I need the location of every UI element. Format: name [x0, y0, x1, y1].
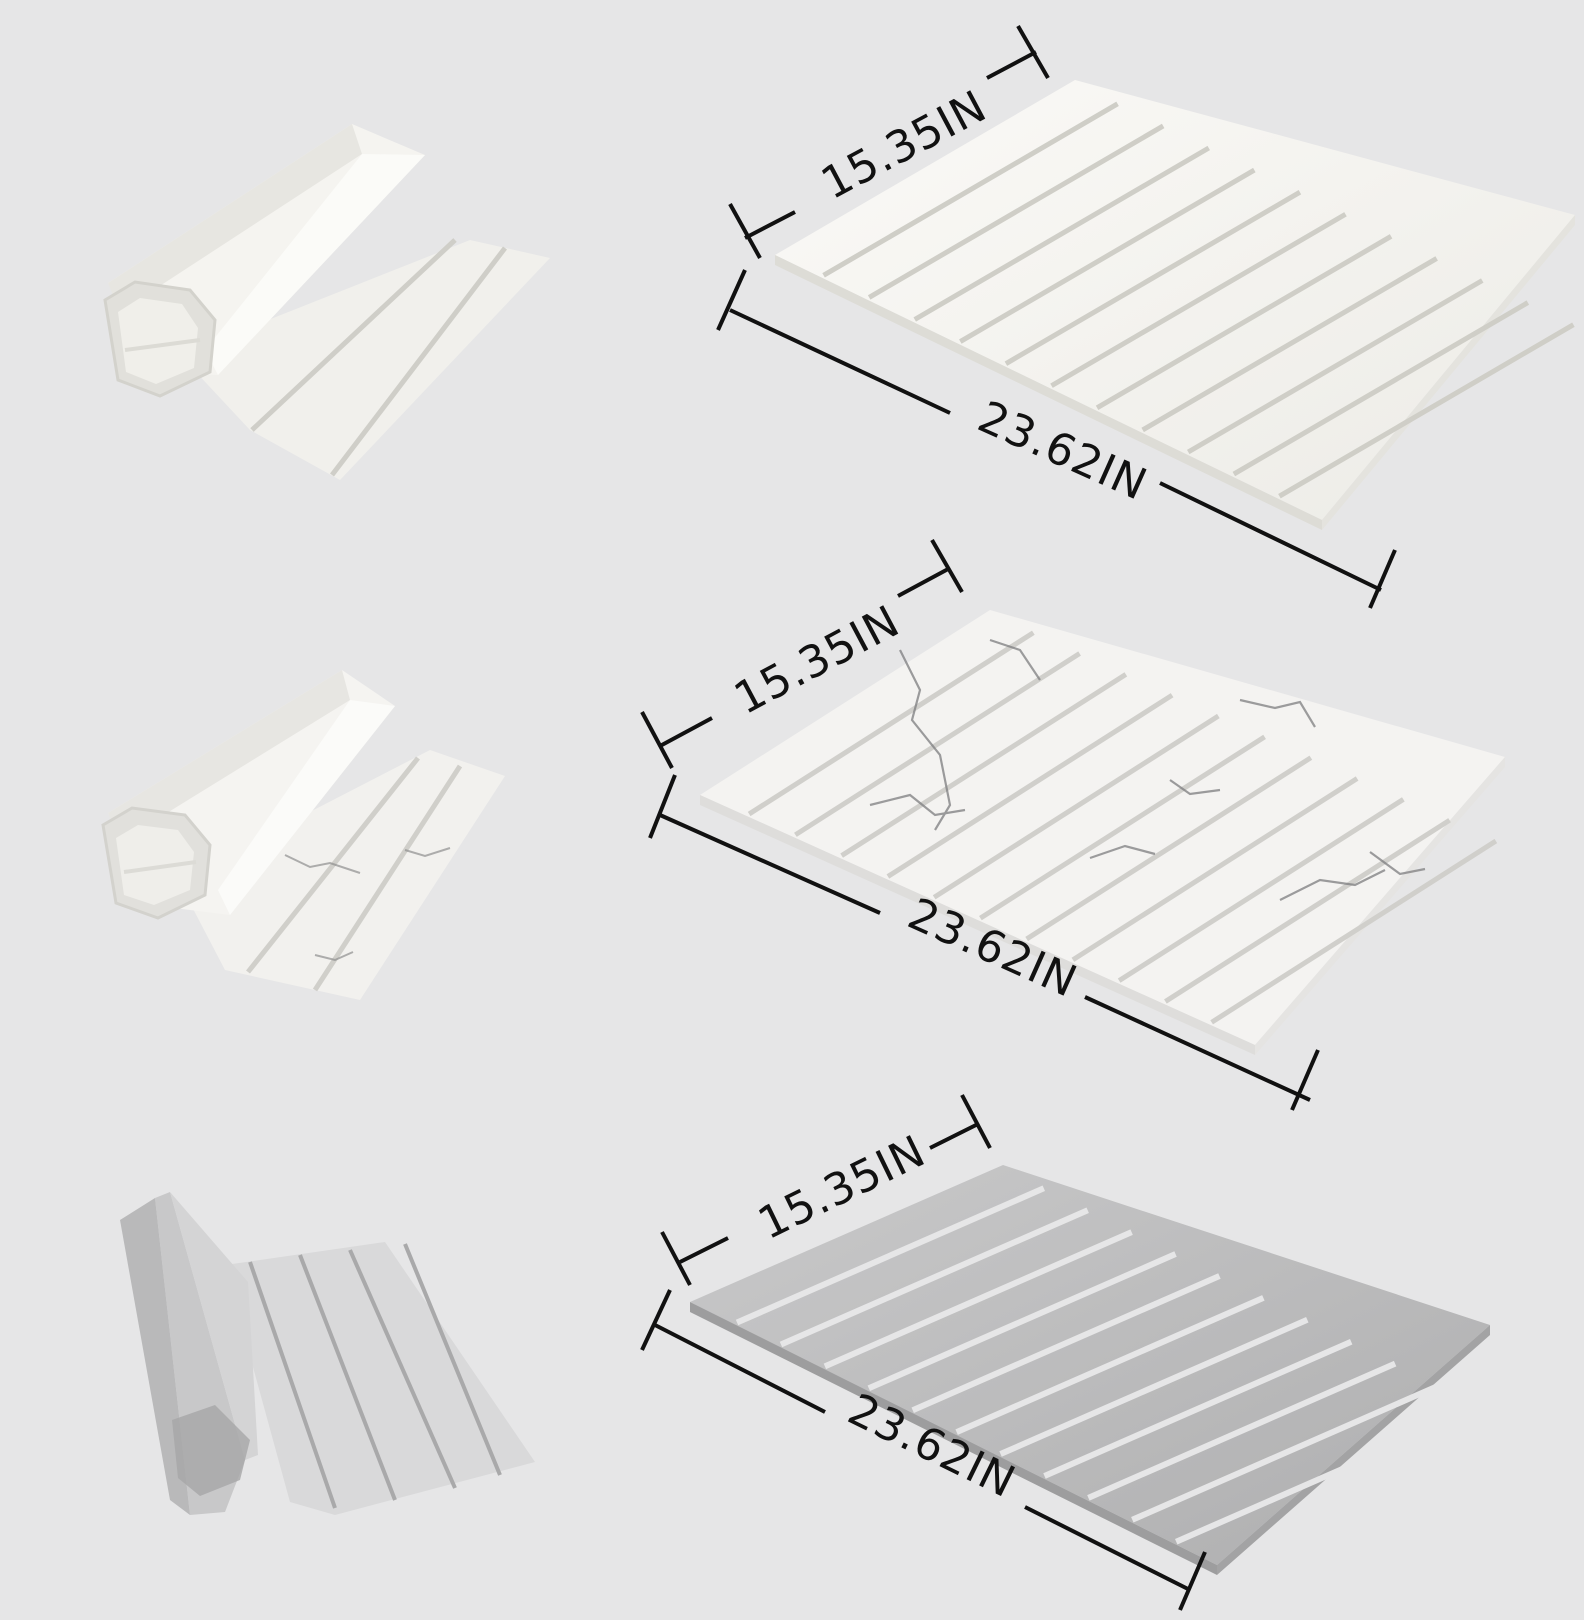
slat-groove — [959, 167, 1256, 344]
slat-groove — [1210, 838, 1498, 1025]
slat-groove — [779, 1207, 1089, 1348]
slat-groove — [932, 713, 1220, 900]
slat-groove — [1050, 212, 1347, 388]
slat-groove — [1186, 278, 1484, 455]
slat-groove — [1131, 1382, 1441, 1523]
gray-length-dimension — [640, 1289, 1207, 1611]
slat-groove — [911, 1273, 1221, 1413]
white-flat-mat — [775, 80, 1575, 530]
slat-groove — [1232, 300, 1530, 477]
slat-groove — [1117, 797, 1405, 983]
slat-groove — [747, 630, 1035, 817]
marble-rolled-mat — [101, 670, 505, 1000]
marble-width-dimension — [640, 539, 964, 769]
slat-groove — [823, 1229, 1133, 1370]
slat-groove — [840, 672, 1128, 858]
gray-rolled-mat — [120, 1192, 535, 1515]
white-width-dimension — [728, 25, 1050, 259]
slat-groove — [955, 1295, 1265, 1435]
white-length-dimension — [716, 269, 1397, 609]
slat-groove — [979, 734, 1266, 921]
slat-groove — [1095, 234, 1393, 410]
slat-groove — [999, 1317, 1309, 1457]
slat-groove — [1043, 1338, 1353, 1479]
slat-groove — [794, 651, 1081, 837]
slat-groove — [1141, 256, 1438, 433]
slat-groove — [1025, 755, 1313, 942]
slat-groove — [1087, 1360, 1397, 1501]
slat-groove — [886, 693, 1174, 879]
gray-width-dimension — [660, 1094, 992, 1286]
marble-veins — [869, 638, 1426, 901]
slat-groove — [1175, 1404, 1485, 1545]
slat-groove — [1278, 322, 1575, 499]
slat-groove — [867, 1251, 1177, 1392]
slat-groove — [867, 123, 1165, 300]
slat-groove — [822, 101, 1119, 278]
slat-groove — [735, 1185, 1045, 1326]
marble-length-dimension — [648, 774, 1320, 1111]
slat-groove — [1004, 190, 1302, 366]
gray-flat-mat — [690, 1165, 1490, 1575]
slat-groove — [1071, 776, 1359, 962]
slat-groove — [913, 145, 1211, 322]
slat-groove — [1164, 818, 1451, 1004]
marble-flat-mat — [700, 610, 1505, 1055]
white-rolled-mat — [103, 124, 550, 480]
